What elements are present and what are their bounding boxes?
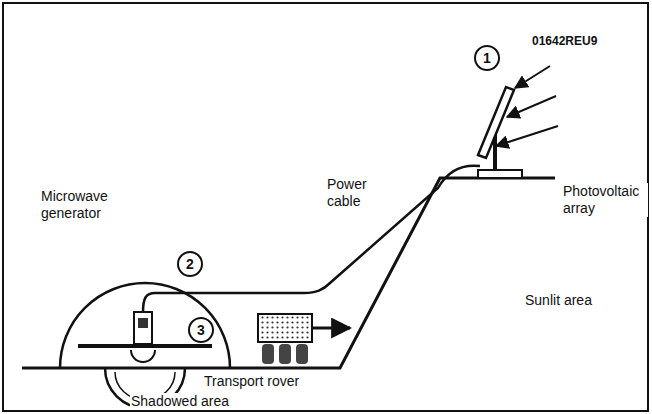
part-name: Transport rover xyxy=(203,373,300,390)
part-name: Photovoltaic array xyxy=(562,183,648,217)
ground-line xyxy=(22,178,555,368)
power-cable xyxy=(143,166,480,312)
callout-circle xyxy=(178,252,202,276)
rover-wheel xyxy=(279,344,291,364)
generator-unit xyxy=(134,312,152,344)
sunlight-arrow xyxy=(496,126,558,146)
frame xyxy=(3,3,648,411)
callout-circle xyxy=(189,318,213,342)
part-name: Microwave generator xyxy=(40,188,142,222)
part-name: Power cable xyxy=(326,176,388,210)
region-name: Sunlit area xyxy=(524,292,593,309)
generator-unit xyxy=(138,318,148,328)
motion-arrow xyxy=(313,327,350,330)
callout-number: 1 xyxy=(483,51,491,65)
sunlight-arrow xyxy=(515,66,550,88)
rover-body xyxy=(258,314,312,342)
callout-number: 3 xyxy=(197,323,205,337)
generator-dome xyxy=(60,283,230,368)
figure-code: 01642REU9 xyxy=(532,34,597,48)
rover-wheel xyxy=(262,344,274,364)
callout-circle xyxy=(475,46,499,70)
array-base xyxy=(478,170,522,178)
callout-number: 2 xyxy=(186,257,194,271)
sunlight-arrow xyxy=(507,96,556,117)
region-name: Shadowed area xyxy=(130,393,230,410)
rover-wheel xyxy=(296,344,308,364)
feed-horn xyxy=(131,350,155,362)
solar-panel xyxy=(478,87,514,158)
